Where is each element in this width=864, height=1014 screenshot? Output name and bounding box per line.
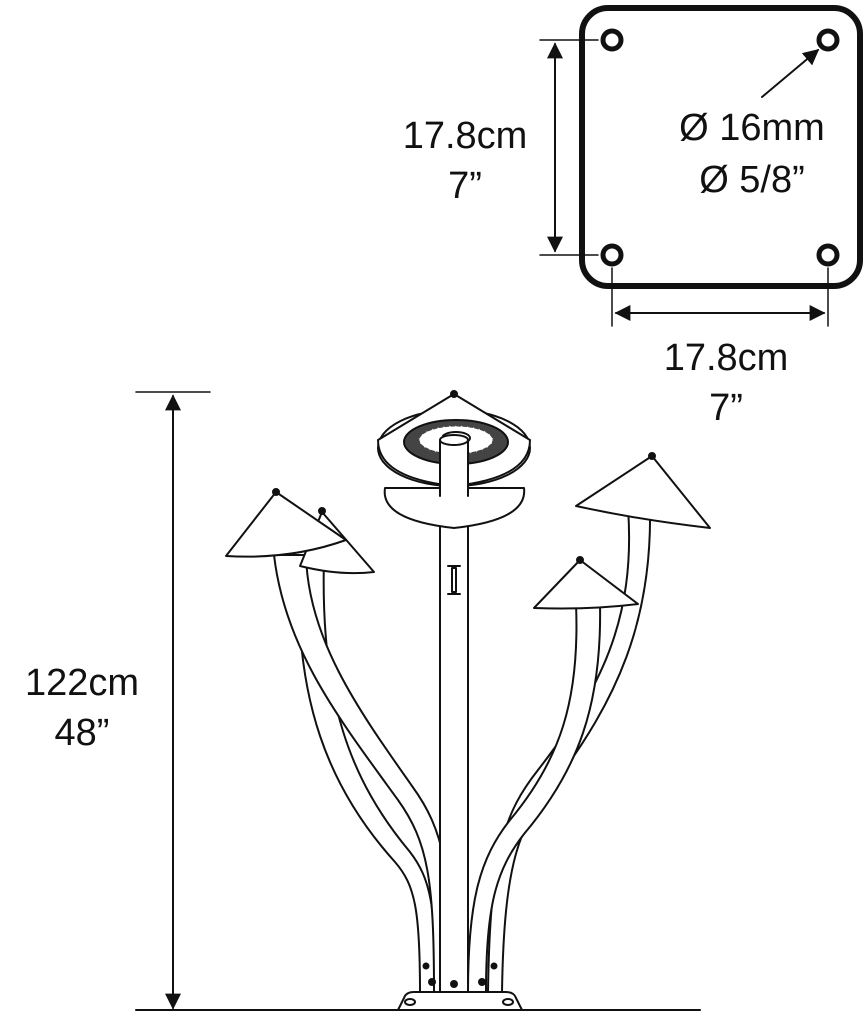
plate-height-cm: 17.8cm bbox=[403, 115, 528, 157]
cap-front-right bbox=[533, 559, 639, 610]
mounting-hole bbox=[816, 243, 840, 267]
stem-back-left bbox=[297, 557, 437, 993]
overall-height-dimension: 122cm 48” bbox=[25, 391, 211, 1010]
hole-diameter-mm: Ø 16mm bbox=[679, 107, 825, 149]
cap-front-left bbox=[225, 491, 347, 558]
stem-center-latch bbox=[447, 565, 461, 595]
cap-back-right bbox=[575, 455, 711, 529]
cap-knob bbox=[318, 507, 326, 515]
stem-bolt bbox=[490, 962, 498, 970]
cap-knob bbox=[272, 488, 280, 496]
mounting-hole bbox=[600, 243, 624, 267]
stem-bolt bbox=[428, 978, 436, 986]
stem-bolt bbox=[450, 980, 458, 988]
plate-height-dimension: 17.8cm 7” bbox=[403, 39, 599, 256]
overall-height-in: 48” bbox=[55, 712, 110, 754]
cap-knob bbox=[648, 452, 656, 460]
stem-bolt bbox=[478, 978, 486, 986]
mounting-hole bbox=[600, 28, 624, 52]
base-plate: Ø 16mm Ø 5/8” bbox=[579, 5, 863, 289]
cap-center-skirt bbox=[383, 487, 526, 529]
base-flange bbox=[397, 991, 523, 1011]
plate-width-in: 7” bbox=[709, 387, 743, 429]
plate-width-cm: 17.8cm bbox=[664, 337, 789, 379]
cap-center bbox=[377, 390, 531, 529]
base-plate-outline bbox=[579, 5, 863, 289]
stem-bolt bbox=[422, 962, 430, 970]
cap-center-knob bbox=[450, 390, 458, 398]
cap-knob bbox=[576, 556, 584, 564]
stem-front-right bbox=[467, 603, 602, 993]
base-bolt bbox=[404, 998, 416, 1006]
base-bolt bbox=[502, 998, 514, 1006]
mounting-hole bbox=[816, 28, 840, 52]
hole-pointer-arrow bbox=[761, 48, 820, 98]
plate-height-in: 7” bbox=[448, 165, 482, 207]
mushroom-fountain-illustration bbox=[225, 390, 711, 1011]
hole-diameter-in: Ø 5/8” bbox=[699, 159, 805, 201]
plate-width-dimension: 17.8cm 7” bbox=[611, 267, 829, 429]
overall-height-cm: 122cm bbox=[25, 662, 139, 704]
